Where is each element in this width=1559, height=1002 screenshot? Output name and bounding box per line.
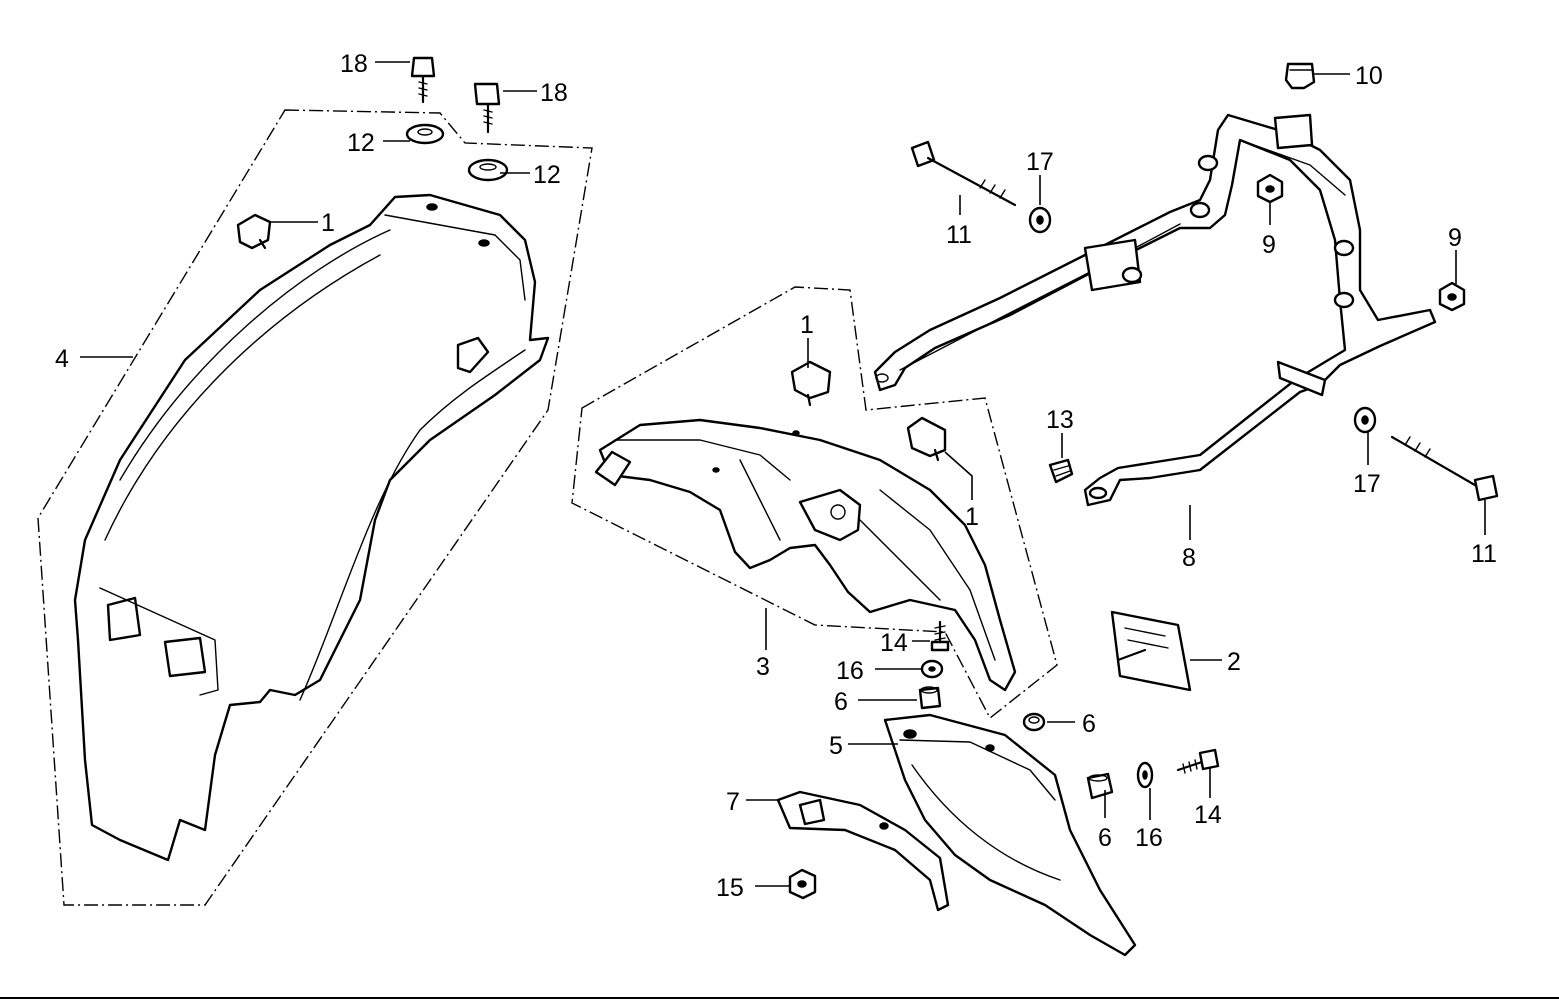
callout-6: 6 bbox=[1098, 824, 1112, 852]
cap-nut-10 bbox=[1284, 62, 1316, 90]
group-outline-4 bbox=[37, 109, 593, 906]
callout-17: 17 bbox=[1026, 148, 1054, 176]
bolt-18-right bbox=[473, 82, 501, 134]
callout-14: 14 bbox=[1194, 801, 1222, 829]
bolt-18-left bbox=[410, 56, 436, 104]
clip-1-mid bbox=[790, 360, 832, 407]
callout-11: 11 bbox=[1471, 540, 1497, 568]
callout-11: 11 bbox=[946, 221, 972, 249]
plate-2 bbox=[1110, 610, 1192, 692]
callout-18: 18 bbox=[340, 50, 368, 78]
callout-15: 15 bbox=[716, 874, 744, 902]
group-outline-3 bbox=[571, 286, 1058, 720]
mud-flap-strip bbox=[776, 790, 950, 912]
callout-labels: 18 18 12 12 1 4 1 1 3 14 16 6 5 7 15 6 6… bbox=[55, 50, 1497, 902]
callout-2: 2 bbox=[1227, 648, 1241, 676]
callout-14: 14 bbox=[880, 629, 908, 657]
front-fender bbox=[598, 418, 1017, 692]
washer-16-center bbox=[920, 659, 944, 679]
collar-6-right-bottom bbox=[1086, 772, 1114, 800]
callout-10: 10 bbox=[1355, 62, 1383, 90]
callout-3: 3 bbox=[756, 653, 770, 681]
callout-13: 13 bbox=[1046, 406, 1074, 434]
grommet-12-right bbox=[467, 158, 509, 182]
callout-8: 8 bbox=[1182, 544, 1196, 572]
callout-17: 17 bbox=[1353, 470, 1381, 498]
callout-12: 12 bbox=[533, 161, 561, 189]
clip-1-right bbox=[906, 416, 947, 462]
washer-17-top bbox=[1028, 206, 1052, 234]
bolt-11-top bbox=[910, 140, 1017, 207]
bolt-14-center bbox=[930, 620, 950, 652]
callout-7: 7 bbox=[726, 788, 740, 816]
nut-15 bbox=[788, 868, 817, 900]
callout-6: 6 bbox=[834, 688, 848, 716]
callout-12: 12 bbox=[347, 129, 375, 157]
callout-9: 9 bbox=[1262, 231, 1276, 259]
collar-6-right-top bbox=[1022, 712, 1046, 732]
callout-6: 6 bbox=[1082, 710, 1096, 738]
inner-fender bbox=[883, 713, 1137, 957]
callout-1: 1 bbox=[800, 311, 814, 339]
callout-16: 16 bbox=[836, 657, 864, 685]
callout-4: 4 bbox=[55, 345, 69, 373]
bolt-11-bottom bbox=[1390, 435, 1499, 502]
leader-lines bbox=[80, 61, 1486, 887]
nut-9-left bbox=[1256, 173, 1284, 204]
callout-18: 18 bbox=[540, 79, 568, 107]
callout-5: 5 bbox=[829, 732, 843, 760]
front-fender-group bbox=[571, 286, 1058, 720]
nut-9-right bbox=[1438, 281, 1466, 312]
bolt-14-right bbox=[1176, 748, 1220, 774]
callout-16: 16 bbox=[1135, 824, 1163, 852]
callout-1: 1 bbox=[321, 209, 335, 237]
callout-9: 9 bbox=[1448, 224, 1462, 252]
grommet-12-left bbox=[405, 123, 445, 145]
rear-fender bbox=[73, 193, 550, 862]
callout-1: 1 bbox=[965, 503, 979, 531]
grommet-13 bbox=[1048, 458, 1074, 484]
clip-1-top bbox=[236, 213, 272, 250]
washer-16-right bbox=[1136, 761, 1154, 789]
rear-fender-group bbox=[37, 56, 593, 906]
washer-17-bottom bbox=[1353, 406, 1377, 434]
fender-stay bbox=[873, 113, 1437, 507]
collar-6-center bbox=[918, 686, 942, 710]
